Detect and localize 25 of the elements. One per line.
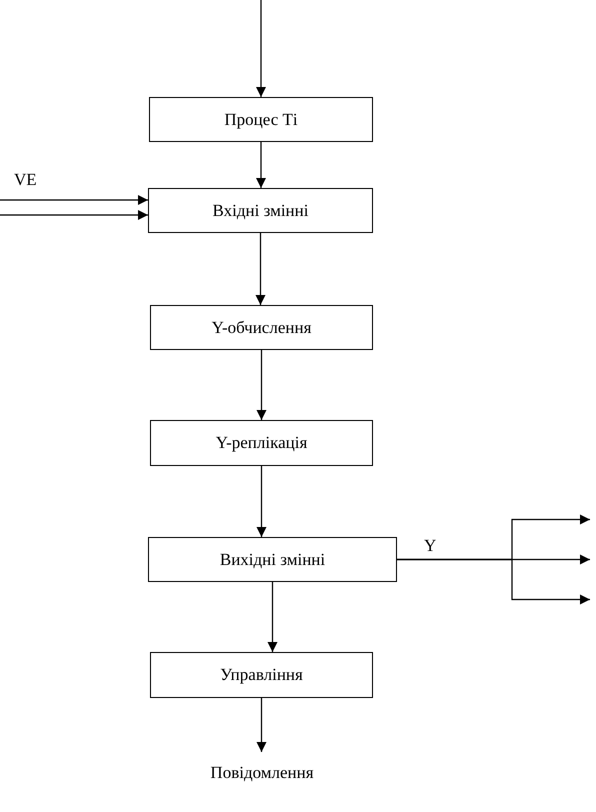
arrow xyxy=(256,698,266,752)
arrow xyxy=(397,558,590,604)
arrow xyxy=(256,466,266,537)
process-box xyxy=(149,97,373,142)
arrow xyxy=(256,142,266,188)
box-text: Y-обчислення xyxy=(212,318,312,338)
arrow xyxy=(256,233,266,305)
signal-label: Y xyxy=(424,536,436,556)
box-text: Y-реплікація xyxy=(216,433,308,453)
box-text: Управління xyxy=(220,665,303,685)
process-box xyxy=(148,537,397,582)
process-box xyxy=(148,188,373,233)
arrow xyxy=(268,582,278,652)
signal-label: VE xyxy=(14,170,37,190)
arrow xyxy=(0,195,148,205)
process-box xyxy=(150,652,373,698)
process-box xyxy=(150,305,373,350)
box-text: Процес Ті xyxy=(224,110,298,130)
output-text: Повідомлення xyxy=(192,758,332,788)
process-box xyxy=(150,420,373,466)
arrow xyxy=(256,350,266,420)
arrow xyxy=(0,210,148,220)
arrow xyxy=(256,0,266,97)
box-text: Вхідні змінні xyxy=(212,200,308,220)
box-text: Вихідні змінні xyxy=(220,550,326,570)
